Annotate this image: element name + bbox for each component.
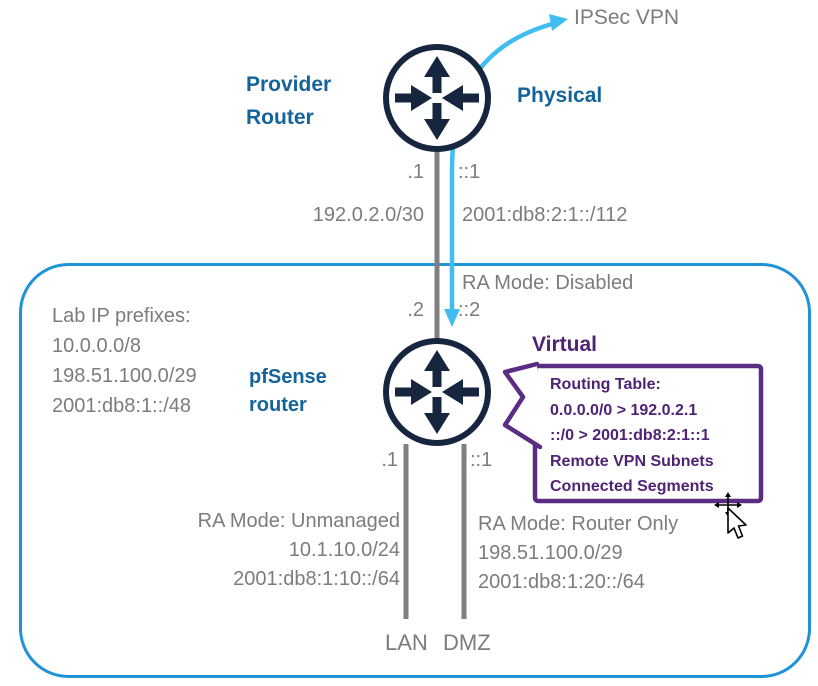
routing-table-line: Connected Segments: [550, 478, 714, 495]
routing-table-line: 0.0.0.0/0 > 192.0.2.1: [550, 401, 698, 419]
lan-subnet-v6: 2001:db8:1:10::/64: [233, 568, 400, 590]
routing-table-callout[interactable]: [502, 361, 764, 504]
lab-prefix-item: 2001:db8:1::/48: [52, 395, 192, 417]
virtual-label: Virtual: [532, 333, 597, 356]
lan-info: RA Mode: Unmanaged 10.1.10.0/24 2001:db8…: [198, 507, 400, 594]
wan-subnet-v4: 192.0.2.0/30: [312, 204, 424, 226]
lan-ra-mode: RA Mode: Unmanaged: [197, 510, 400, 532]
routing-table-title: Routing Table:: [550, 376, 661, 393]
provider-router-label: Provider Router: [246, 68, 331, 134]
dmz-if-v6: ::1: [470, 449, 493, 471]
dmz-info: RA Mode: Router Only 198.51.100.0/29 200…: [478, 510, 678, 597]
ipsec-vpn-label: IPSec VPN: [574, 6, 680, 29]
virtual-boundary-box: [19, 263, 811, 678]
provider-router-line2: Router: [246, 106, 314, 129]
dmz-subnet-v6: 2001:db8:1:20::/64: [478, 571, 645, 593]
provider-if-v4: .1: [407, 161, 424, 183]
dmz-ra-mode: RA Mode: Router Only: [478, 513, 679, 535]
lab-prefix-item: 10.0.0.0/8: [52, 335, 141, 357]
callout-tail: [502, 361, 543, 450]
lan-if-v4: .1: [381, 449, 398, 471]
lab-prefix-item: 198.51.100.0/29: [52, 365, 197, 387]
routing-table-line: Remote VPN Subnets: [550, 452, 714, 470]
wan-subnet-v6: 2001:db8:2:1::/112: [462, 204, 628, 226]
dmz-label: DMZ: [443, 630, 491, 655]
physical-label: Physical: [517, 84, 603, 107]
lan-subnet-v4: 10.1.10.0/24: [288, 539, 400, 561]
dmz-subnet-v4: 198.51.100.0/29: [478, 542, 623, 564]
provider-router-line1: Provider: [246, 73, 332, 96]
pfsense-router-icon: [386, 341, 488, 443]
lab-prefixes-title: Lab IP prefixes:: [52, 305, 191, 327]
pfsense-router-label: pfSense router: [249, 363, 327, 419]
mouse-cursor: [714, 492, 747, 539]
lab-prefixes: Lab IP prefixes: 10.0.0.0/8 198.51.100.0…: [52, 301, 197, 421]
pfsense-if-v4: .2: [407, 299, 424, 321]
routing-table-line: ::/0 > 2001:db8:2:1::1: [550, 427, 710, 444]
pfsense-label-line1: pfSense: [249, 366, 327, 388]
pointer-arrow-icon: [727, 507, 747, 539]
lan-label: LAN: [385, 630, 428, 655]
pfsense-if-v6: ::2: [458, 299, 481, 321]
wan-ra-mode: RA Mode: Disabled: [462, 272, 634, 294]
pfsense-label-line2: router: [249, 394, 307, 416]
provider-if-v6: ::1: [458, 161, 481, 183]
routing-table-text: Routing Table: 0.0.0.0/0 > 192.0.2.1 ::/…: [550, 372, 714, 500]
provider-router-icon: [386, 47, 488, 149]
